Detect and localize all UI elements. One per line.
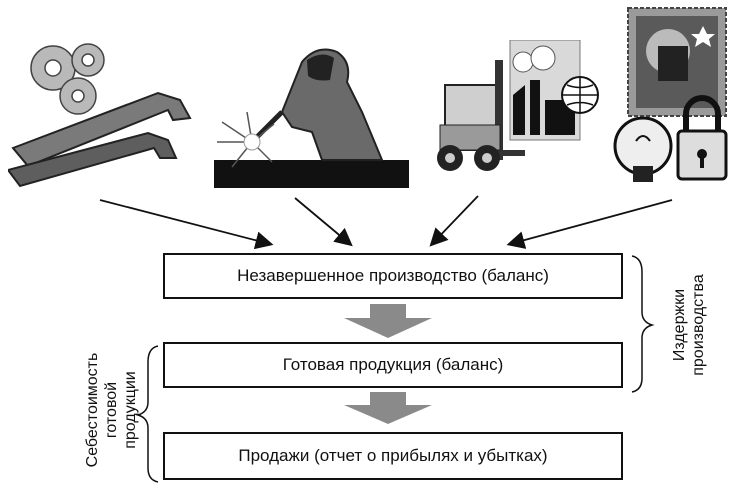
brace-right (631, 255, 655, 393)
wip-box: Незавершенное производство (баланс) (163, 253, 623, 299)
arrow-4 (506, 199, 673, 249)
brace-left (135, 345, 159, 483)
finished-goods-box-label: Готовая продукция (баланс) (282, 355, 504, 374)
arrow-1 (99, 199, 274, 250)
wip-box-label: Незавершенное производство (баланс) (237, 266, 549, 285)
sales-box: Продажи (отчет о прибылях и убытках) (163, 432, 623, 480)
gray-arrow-2 (344, 392, 432, 424)
forklift-factory-globe-icon (437, 40, 599, 171)
lightbulb-lock-stamp-icon (613, 7, 728, 182)
gears-and-wrenches-icon (8, 43, 192, 188)
production-costs-label: Издержки производства (671, 274, 707, 376)
gray-arrow-1 (344, 304, 432, 338)
welder-icon (214, 48, 409, 188)
cogs-label: Себестоимость готовой продукции (84, 352, 139, 468)
arrow-3 (429, 195, 479, 247)
finished-goods-box: Готовая продукция (баланс) (163, 342, 623, 388)
arrow-2 (294, 197, 353, 247)
sales-box-label: Продажи (отчет о прибылях и убытках) (238, 446, 548, 465)
